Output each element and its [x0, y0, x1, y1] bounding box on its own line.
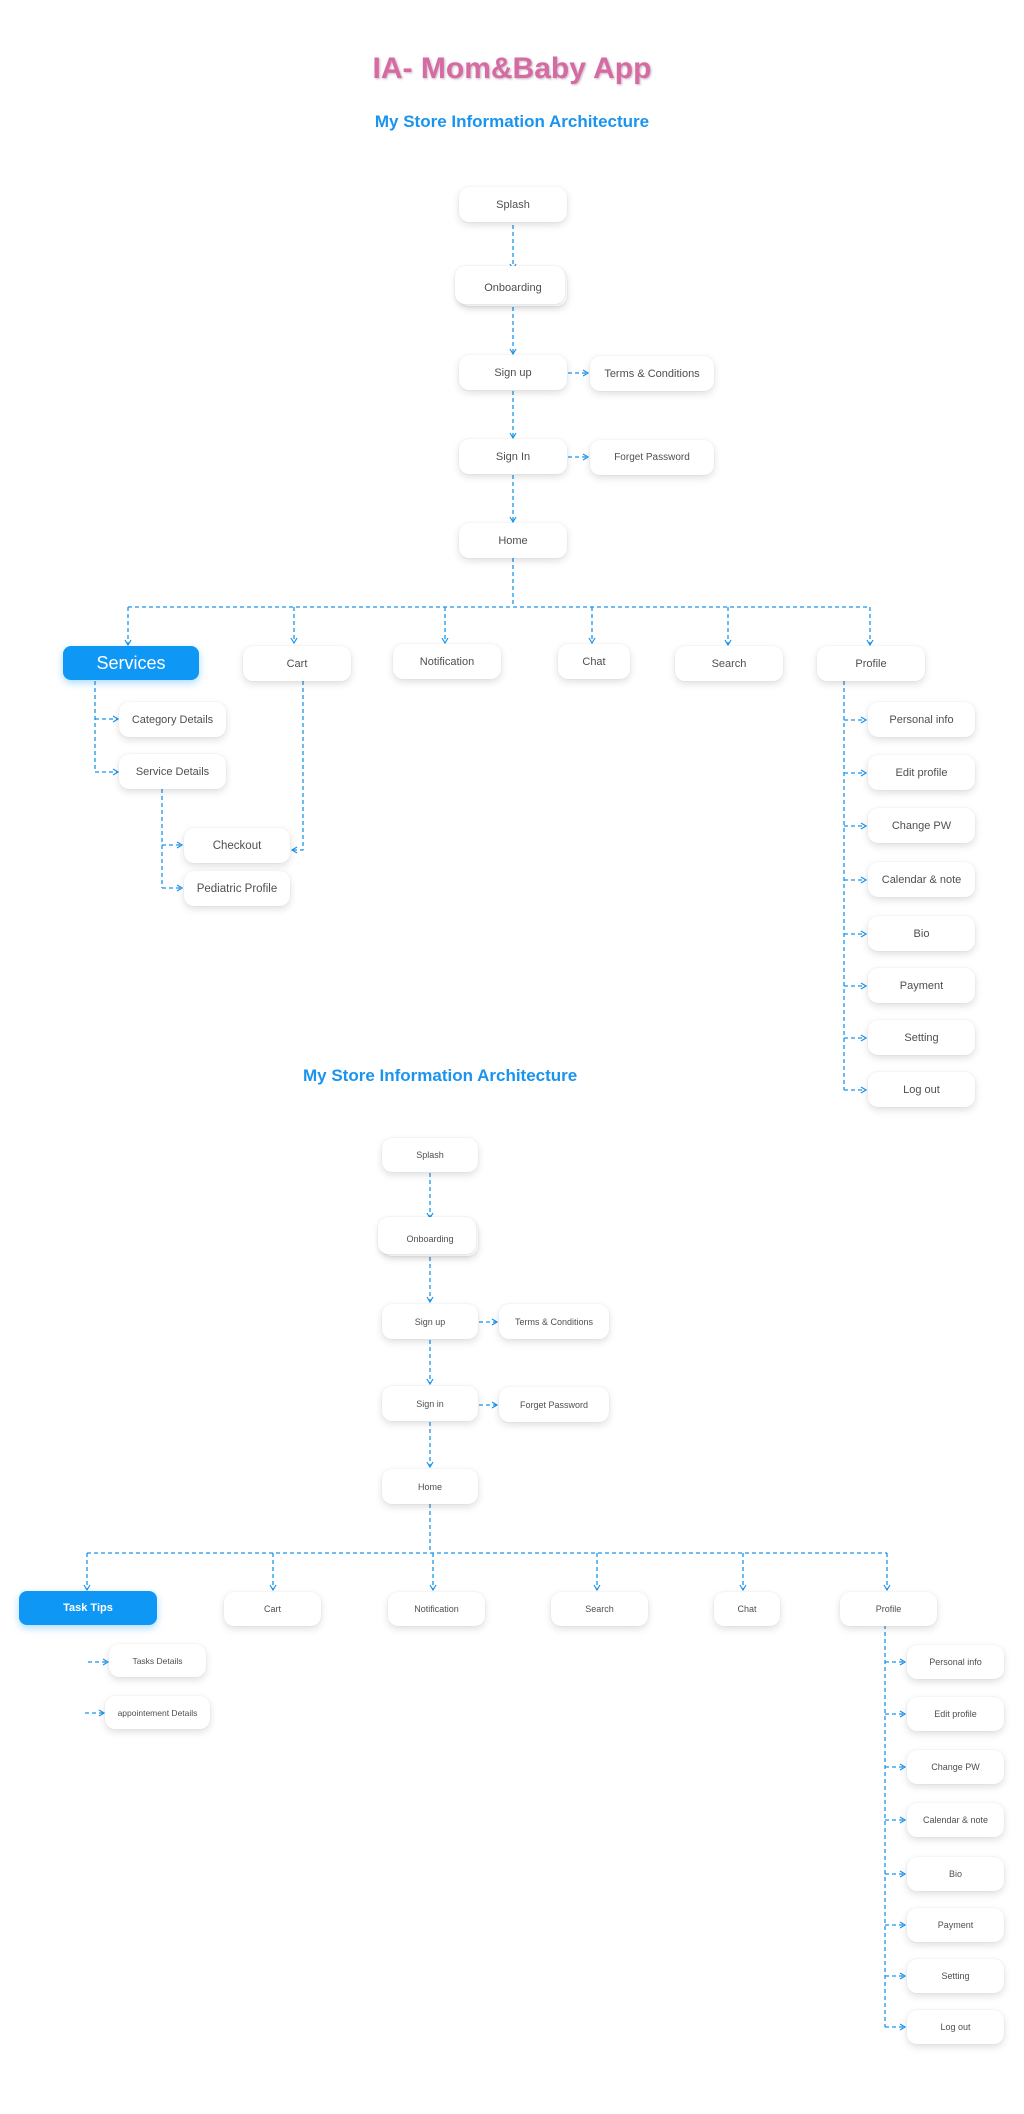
node2-splash: Splash — [382, 1138, 478, 1172]
node-checkout: Checkout — [184, 828, 290, 863]
profile-item-change-pw: Change PW — [868, 808, 975, 843]
node-terms-conditions: Terms & Conditions — [590, 356, 714, 391]
node2-forget-password: Forget Password — [499, 1387, 609, 1422]
profile-item-setting: Setting — [868, 1020, 975, 1055]
node2-search: Search — [551, 1592, 648, 1626]
profile-item-bio: Bio — [868, 916, 975, 951]
profile2-item-payment: Payment — [907, 1908, 1004, 1942]
node2-chat: Chat — [714, 1592, 780, 1626]
profile-item-payment: Payment — [868, 968, 975, 1003]
node-home: Home — [459, 523, 567, 558]
node2-sign-in: Sign in — [382, 1386, 478, 1421]
profile-item-edit-profile: Edit profile — [868, 755, 975, 790]
node-chat: Chat — [558, 644, 630, 679]
node-profile: Profile — [817, 646, 925, 681]
node2-profile: Profile — [840, 1592, 937, 1626]
profile2-item-bio: Bio — [907, 1857, 1004, 1891]
profile-item-personal-info: Personal info — [868, 702, 975, 737]
node-cart: Cart — [243, 646, 351, 681]
profile2-item-edit-profile: Edit profile — [907, 1697, 1004, 1731]
profile-item-calendar-note: Calendar & note — [868, 862, 975, 897]
node-pediatric-profile: Pediatric Profile — [184, 871, 290, 906]
profile2-item-change-pw: Change PW — [907, 1750, 1004, 1784]
diagram1-title: My Store Information Architecture — [374, 112, 650, 131]
node2-cart: Cart — [224, 1592, 321, 1626]
profile-item-log-out: Log out — [868, 1072, 975, 1107]
node-sign-up: Sign up — [459, 355, 567, 390]
profile2-item-calendar-note: Calendar & note — [907, 1803, 1004, 1837]
node-category-details: Category Details — [119, 702, 226, 737]
node-search: Search — [675, 646, 783, 681]
node2-appointement-details: appointement Details — [105, 1696, 210, 1729]
profile2-item-log-out: Log out — [907, 2010, 1004, 2044]
node-splash: Splash — [459, 187, 567, 222]
profile2-item-personal-info: Personal info — [907, 1645, 1004, 1679]
node2-task-tips: Task Tips — [19, 1591, 157, 1625]
node-services: Services — [63, 646, 199, 680]
node-forget-password: Forget Password — [590, 440, 714, 475]
node-onboarding: Onboarding — [455, 266, 567, 306]
node2-notification: Notification — [388, 1592, 485, 1626]
diagram2-title: My Store Information Architecture — [303, 1066, 578, 1085]
node-service-details: Service Details — [119, 754, 226, 789]
profile2-item-setting: Setting — [907, 1959, 1004, 1993]
page-title: IA- Mom&Baby App — [372, 52, 652, 85]
node2-onboarding: Onboarding — [378, 1217, 478, 1256]
node-sign-in: Sign In — [459, 439, 567, 474]
node2-terms-conditions: Terms & Conditions — [499, 1304, 609, 1339]
node-notification: Notification — [393, 644, 501, 679]
node2-sign-up: Sign up — [382, 1304, 478, 1339]
node2-home: Home — [382, 1469, 478, 1504]
node2-tasks-details: Tasks Details — [109, 1644, 206, 1677]
